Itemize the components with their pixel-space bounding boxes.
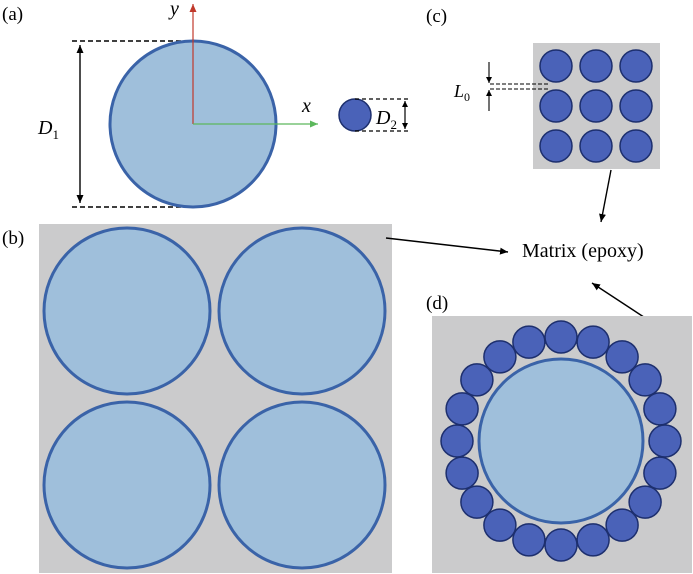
x-axis-label: x bbox=[301, 95, 311, 117]
small-fiber-d-10 bbox=[576, 523, 610, 557]
large-fiber-b-2 bbox=[217, 226, 387, 396]
small-fiber-d-13 bbox=[483, 508, 517, 542]
small-fiber-c-5 bbox=[579, 89, 613, 123]
small-fiber-c-7 bbox=[539, 129, 573, 163]
small-fiber-d-6 bbox=[648, 424, 682, 458]
panel-d: (d) bbox=[426, 293, 692, 573]
small-fiber-d-14 bbox=[460, 485, 494, 519]
small-fiber-d-5 bbox=[643, 392, 677, 426]
small-fiber-c-1 bbox=[539, 49, 573, 83]
small-fiber-ring bbox=[440, 320, 682, 562]
matrix-label: Matrix (epoxy) bbox=[522, 240, 644, 262]
small-fiber-d-7 bbox=[643, 456, 677, 490]
small-fiber-d-18 bbox=[460, 363, 494, 397]
small-fiber-c-8 bbox=[579, 129, 613, 163]
small-fiber-d-1 bbox=[544, 320, 578, 354]
panel-a: (a) D1 y x D2 bbox=[2, 0, 409, 209]
small-fiber-d-16 bbox=[440, 424, 474, 458]
large-fiber-d bbox=[477, 357, 645, 525]
arrow-from-c bbox=[599, 169, 612, 223]
panel-b: (b) bbox=[2, 224, 392, 573]
small-fiber-d-9 bbox=[605, 508, 639, 542]
panel-d-label: (d) bbox=[426, 293, 448, 314]
large-fiber-b-4 bbox=[217, 400, 387, 570]
panel-c-label: (c) bbox=[426, 6, 447, 27]
small-fiber-c-4 bbox=[539, 89, 573, 123]
arrow-from-b bbox=[385, 237, 509, 255]
y-axis-label: y bbox=[168, 0, 179, 20]
small-fiber-c-6 bbox=[619, 89, 653, 123]
small-fiber-d-15 bbox=[445, 456, 479, 490]
small-fiber-d-12 bbox=[512, 523, 546, 557]
large-fiber-b-3 bbox=[42, 400, 212, 570]
panel-c: (c) L0 bbox=[426, 6, 660, 169]
panel-a-label: (a) bbox=[2, 4, 23, 25]
small-fiber-d-19 bbox=[483, 340, 517, 374]
large-fiber-b-1 bbox=[42, 226, 212, 396]
panel-b-label: (b) bbox=[2, 228, 24, 249]
small-fiber-c-3 bbox=[619, 49, 653, 83]
small-fiber-d-8 bbox=[628, 485, 662, 519]
small-fiber-c-9 bbox=[619, 129, 653, 163]
d2-label: D2 bbox=[375, 107, 397, 132]
small-fiber-c-2 bbox=[579, 49, 613, 83]
small-fiber-d-4 bbox=[628, 363, 662, 397]
small-fiber-d-11 bbox=[544, 528, 578, 562]
small-fiber-d-3 bbox=[605, 340, 639, 374]
small-fiber-d-20 bbox=[512, 325, 546, 359]
d1-label: D1 bbox=[37, 117, 59, 142]
small-fiber bbox=[338, 98, 372, 132]
small-fiber-d-2 bbox=[576, 325, 610, 359]
small-fiber-d-17 bbox=[445, 392, 479, 426]
l0-label: L0 bbox=[453, 81, 470, 104]
